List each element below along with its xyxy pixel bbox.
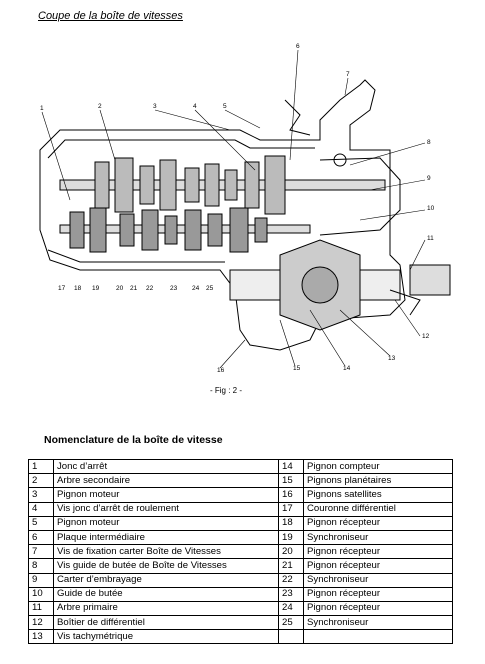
table-cell-l1: Arbre primaire	[53, 600, 279, 617]
callout-16: 16	[217, 367, 225, 374]
table-cell-n2: 15	[278, 473, 304, 489]
callout-22: 22	[146, 285, 154, 292]
table-cell-n1: 2	[28, 473, 54, 489]
table-cell-n2: 14	[278, 458, 304, 475]
table-cell-l1: Vis de fixation carter Boîte de Vitesses	[53, 544, 279, 560]
callout-20: 20	[116, 285, 124, 292]
table-cell-l2: Pignons planétaires	[303, 473, 453, 489]
callout-11: 11	[427, 235, 434, 242]
callout-25: 25	[206, 285, 214, 292]
callout-13: 13	[388, 355, 396, 362]
callout-15: 15	[293, 365, 301, 372]
gearbox-cross-section-drawing: 1 2 3 4 5 6 7 8 9 10 11 12 13 14 15 16 1…	[39, 43, 451, 374]
table-cell-l1: Vis tachymétrique	[53, 629, 279, 645]
table-cell-l1: Arbre secondaire	[53, 473, 279, 489]
nomenclature-title: Nomenclature de la boîte de vitesse	[44, 434, 223, 446]
table-cell-l2: Synchroniseur	[303, 529, 453, 546]
callout-9: 9	[427, 175, 431, 182]
callout-8: 8	[427, 139, 431, 146]
table-cell-n1: 7	[28, 544, 54, 560]
table-cell-l1: Guide de butée	[53, 586, 279, 602]
table-cell-n2: 25	[278, 615, 304, 631]
table-cell-l2: Synchroniseur	[303, 615, 453, 631]
table-cell-n2: 24	[278, 600, 304, 617]
callout-3: 3	[153, 103, 157, 110]
table-cell-n2: 18	[278, 515, 304, 531]
table-cell-n1: 5	[28, 515, 54, 531]
callout-23: 23	[170, 285, 178, 292]
table-cell-n2: 21	[278, 558, 304, 574]
callout-7: 7	[346, 71, 350, 78]
table-cell-l2: Pignon récepteur	[303, 586, 453, 602]
callout-19: 19	[92, 285, 100, 292]
callout-5: 5	[223, 103, 227, 110]
table-cell-n1: 8	[28, 558, 54, 574]
table-cell-l1: Jonc d’arrêt	[53, 458, 279, 475]
table-cell-n2: 19	[278, 529, 304, 546]
table-cell-n2: 20	[278, 544, 304, 560]
table-cell-l2: Pignon récepteur	[303, 544, 453, 560]
table-cell-l1: Pignon moteur	[53, 487, 279, 503]
table-cell-n1: 6	[28, 529, 54, 546]
table-cell-n1: 12	[28, 615, 54, 631]
page-title: Coupe de la boîte de vitesses	[38, 10, 183, 22]
table-cell-n1: 3	[28, 487, 54, 503]
callout-4: 4	[193, 103, 197, 110]
table-cell-n2: 16	[278, 487, 304, 503]
callout-18: 18	[74, 285, 82, 292]
table-cell-n1: 4	[28, 501, 54, 517]
callout-17: 17	[58, 285, 66, 292]
table-cell-n1: 13	[28, 629, 54, 645]
table-cell-n1: 11	[28, 600, 54, 617]
table-cell-l2: Pignon récepteur	[303, 558, 453, 574]
table-cell-l1: Plaque intermédiaire	[53, 529, 279, 546]
table-cell-l2: Synchroniseur	[303, 572, 453, 588]
callout-6: 6	[296, 43, 300, 50]
callout-24: 24	[192, 285, 200, 292]
callout-2: 2	[98, 103, 102, 110]
table-cell-l2: Pignon récepteur	[303, 515, 453, 531]
table-cell-l1: Pignon moteur	[53, 515, 279, 531]
table-cell-n2: 17	[278, 501, 304, 517]
table-cell-n1: 9	[28, 572, 54, 588]
callout-21: 21	[130, 285, 138, 292]
table-cell-n2: 22	[278, 572, 304, 588]
table-cell-l1: Vis jonc d’arrêt de roulement	[53, 501, 279, 517]
table-cell-l2	[303, 629, 453, 645]
callout-1: 1	[40, 105, 44, 112]
table-cell-n2	[278, 629, 304, 645]
table-cell-n2: 23	[278, 586, 304, 602]
figure-caption: - Fig : 2 -	[210, 386, 243, 395]
callout-12: 12	[422, 333, 430, 340]
table-cell-l1: Vis guide de butée de Boîte de Vitesses	[53, 558, 279, 574]
table-cell-n1: 1	[28, 458, 54, 475]
table-cell-l2: Pignons satellites	[303, 487, 453, 503]
table-cell-l2: Couronne différentiel	[303, 501, 453, 517]
table-cell-l1: Carter d’embrayage	[53, 572, 279, 588]
callout-14: 14	[343, 365, 351, 372]
callout-10: 10	[427, 205, 435, 212]
table-cell-l1: Boîtier de différentiel	[53, 615, 279, 631]
table-cell-l2: Pignon compteur	[303, 458, 453, 475]
table-cell-l2: Pignon récepteur	[303, 600, 453, 617]
table-cell-n1: 10	[28, 586, 54, 602]
